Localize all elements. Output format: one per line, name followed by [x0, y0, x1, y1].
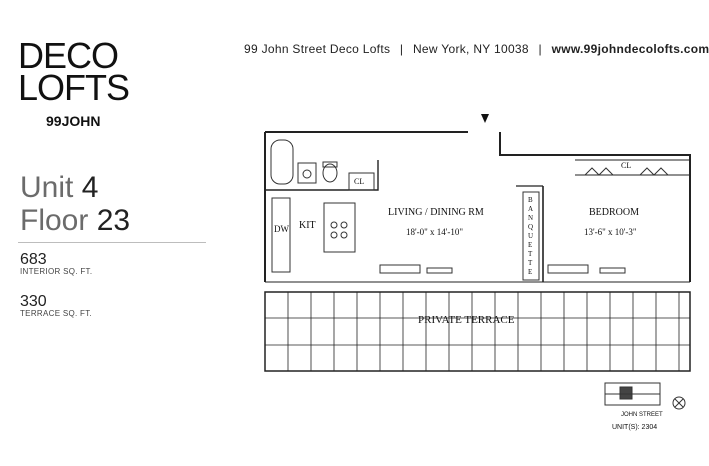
kitchen-label: KIT: [299, 220, 316, 231]
terrace-sqft-value: 330: [20, 293, 47, 310]
building-name: 99 John Street Deco Lofts: [244, 42, 391, 56]
sink-icon: [297, 162, 317, 184]
logo-99john: 99JOHN: [46, 113, 101, 129]
entry-marker-icon: [481, 114, 489, 123]
dishwasher-label: DW: [274, 224, 289, 234]
window-sills: [379, 264, 626, 274]
cooktop-icon: [330, 221, 348, 239]
banquette: [522, 191, 540, 281]
bath-closet-label: CL: [354, 177, 365, 186]
bath-closet: [348, 172, 375, 191]
building-location: New York, NY 10038: [412, 42, 529, 56]
bedroom-label: BEDROOM: [589, 207, 640, 218]
banquette-label: BANQUETTE: [528, 196, 534, 276]
logo-lofts: LOFTS: [18, 67, 130, 108]
floor-label: Floor: [20, 204, 89, 237]
interior-sqft-caption: INTERIOR SQ. FT.: [20, 267, 93, 276]
toilet-icon: [322, 163, 338, 183]
terrace-sqft-caption: TERRACE SQ. FT.: [20, 309, 93, 318]
header-info: 99 John Street Deco Lofts | New York, NY…: [244, 42, 709, 56]
kitchen-counter: [271, 197, 291, 273]
unit-label: Unit: [20, 171, 74, 204]
living-room-dimensions: 18'-0" x 14'-10": [406, 227, 464, 237]
terrace-grid: [264, 291, 691, 372]
interior-sqft-value: 683: [20, 251, 47, 268]
unit-heading: Unit 4: [20, 173, 98, 203]
wall: [265, 160, 379, 191]
unit-value: 4: [81, 171, 99, 204]
bedroom-dimensions: 13'-6" x 10'-3": [584, 227, 637, 237]
kitchen-island: [323, 202, 356, 253]
logo-deco: DECO: [18, 35, 119, 76]
divider: [18, 242, 206, 243]
website-link[interactable]: www.99johndecolofts.com: [551, 42, 709, 56]
keyplan-unit: UNIT(S): 2304: [612, 424, 658, 431]
header-separator: |: [538, 42, 542, 56]
floor-heading: Floor 23: [20, 206, 130, 236]
key-plan: [604, 382, 686, 410]
floor-value: 23: [96, 204, 131, 237]
bathtub-icon: [270, 139, 294, 185]
bedroom-closet-label: CL: [621, 161, 632, 170]
keyplan-street: JOHN STREET: [621, 412, 663, 418]
header-separator: |: [399, 42, 404, 56]
living-room-label: LIVING / DINING RM: [388, 207, 484, 218]
terrace-label: PRIVATE TERRACE: [418, 314, 515, 326]
closet-doors: [584, 167, 669, 176]
